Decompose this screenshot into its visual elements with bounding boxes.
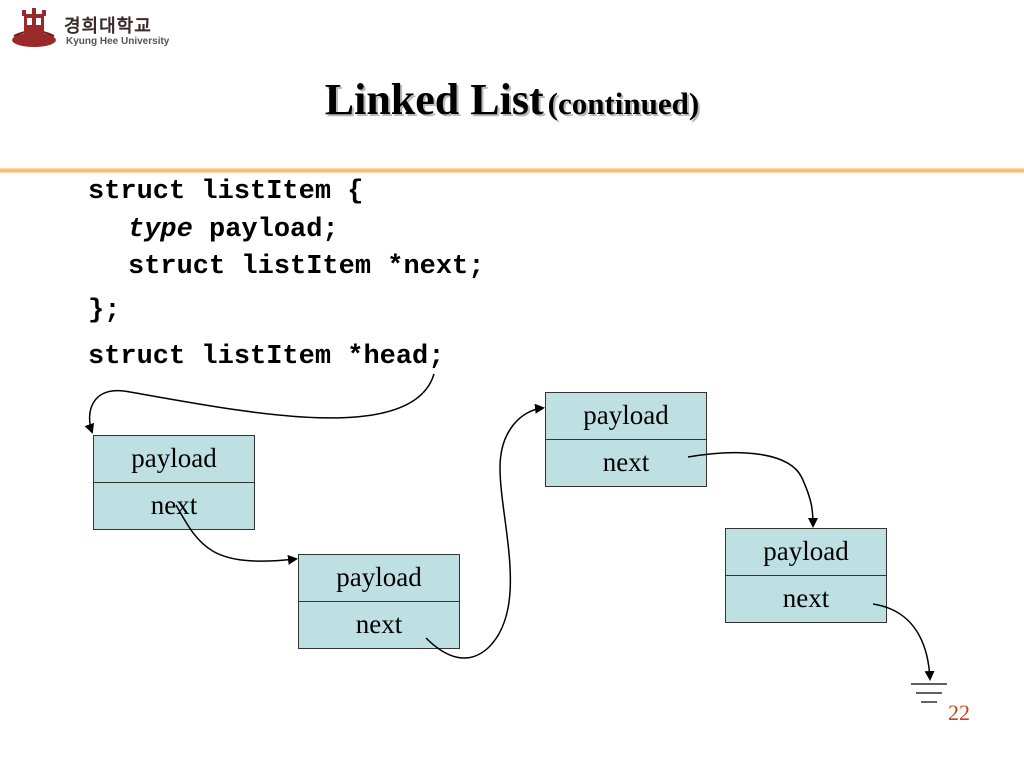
list-node-4: payload next (725, 528, 887, 623)
node-next-field: next (546, 439, 706, 486)
slide-title-main: Linked List (324, 75, 544, 124)
head-pointer-arrow (84, 373, 435, 434)
node-payload-field: payload (131, 443, 217, 473)
slide-title: Linked List (continued) (0, 74, 1024, 125)
code-line-3: struct listItem *next; (128, 252, 485, 282)
node-next-field: next (94, 482, 254, 529)
code-payload-decl: payload; (192, 215, 339, 245)
slide-title-sub: (continued) (547, 86, 700, 121)
code-line-2: type payload; (128, 215, 339, 245)
node-payload-field: payload (763, 536, 849, 566)
code-line-5: struct listItem *head; (88, 342, 445, 372)
node-next-field: next (299, 601, 459, 648)
list-node-2: payload next (298, 554, 460, 649)
null-ground-icon (911, 683, 947, 703)
logo-korean-text: 경희대학교 (64, 16, 152, 37)
list-node-3: payload next (545, 392, 707, 487)
university-logo: 경희대학교 Kyung Hee University (10, 6, 180, 54)
university-emblem-icon (12, 8, 56, 47)
logo-english-text: Kyung Hee University (66, 36, 170, 47)
code-line-4: }; (88, 296, 121, 326)
node-payload-field: payload (583, 400, 669, 430)
node-payload-field: payload (336, 562, 422, 592)
page-number: 22 (948, 700, 970, 725)
list-node-1: payload next (93, 435, 255, 530)
code-line-1: struct listItem { (88, 177, 364, 207)
title-divider (0, 168, 1024, 173)
code-type-keyword: type (128, 215, 193, 245)
node-next-field: next (726, 575, 886, 622)
